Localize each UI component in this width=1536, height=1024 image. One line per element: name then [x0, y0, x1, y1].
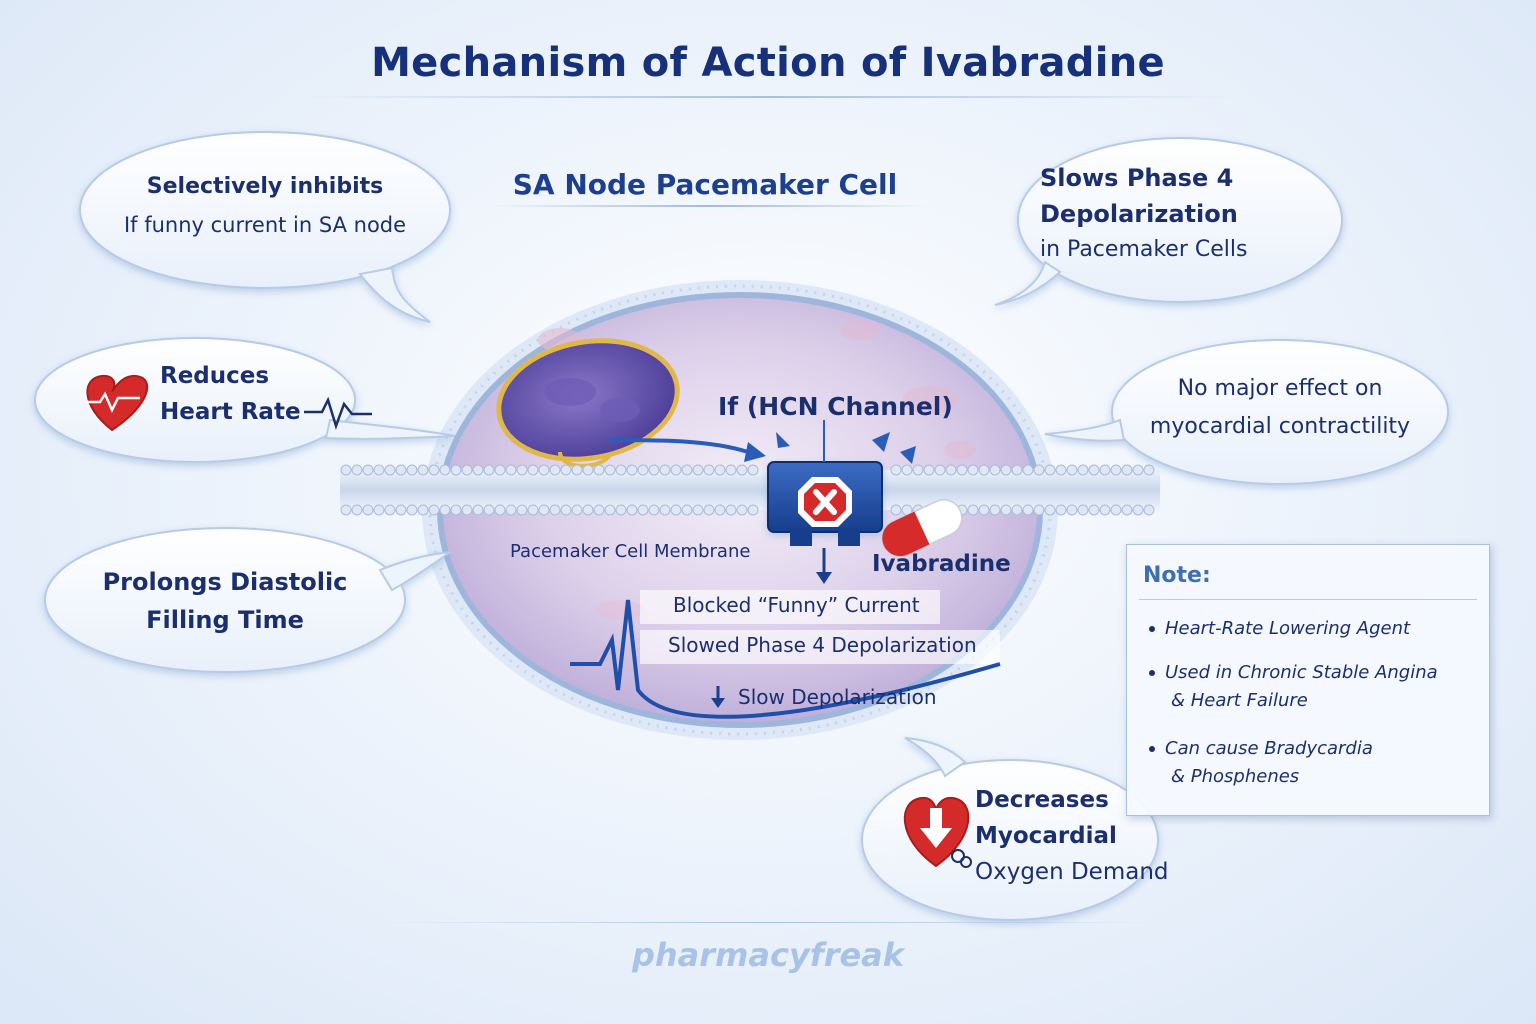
- diastolic-line2: Filling Time: [146, 606, 304, 634]
- watermark-logo: pharmacyfreak: [631, 936, 905, 974]
- ivabradine-label: Ivabradine: [872, 551, 1011, 577]
- note-item: Heart-Rate Lowering Agent: [1149, 615, 1479, 643]
- heart-rate-line1: Reduces: [160, 363, 270, 389]
- step-slow-depolarization: Slow Depolarization: [738, 685, 937, 709]
- contractility-line2: myocardial contractility: [1149, 414, 1411, 439]
- ecg-line-icon: [304, 396, 372, 430]
- heart-rate-line2: Heart Rate: [160, 399, 301, 425]
- capsule-icon: [881, 499, 963, 557]
- note-item-line2: & Heart Failure: [1171, 690, 1308, 711]
- heart-ecg-icon: [86, 374, 149, 432]
- subtitle-divider: [490, 205, 930, 207]
- bubble-selective: [79, 131, 451, 323]
- bullet-icon: [1149, 626, 1155, 632]
- note-item: Used in Chronic Stable Angina & Heart Fa…: [1149, 659, 1479, 715]
- note-item-line1: Can cause Bradycardia: [1165, 738, 1373, 759]
- phase4-line2: Depolarization: [1040, 200, 1238, 228]
- down-arrow-icon: [816, 548, 832, 584]
- bubble-phase4: [994, 137, 1343, 306]
- heart-down-arrow-icon: [903, 796, 972, 868]
- bubble-oxygen-text: Decreases Myocardial Oxygen Demand: [975, 782, 1175, 890]
- bubble-heart-rate: [34, 337, 456, 463]
- phase4-line3: in Pacemaker Cells: [1040, 237, 1248, 262]
- stop-block-icon: [798, 477, 852, 527]
- note-title: Note:: [1143, 563, 1211, 588]
- bubble-contractility-text: No major effect on myocardial contractil…: [1120, 370, 1440, 446]
- bubble-heart-rate-text: Reduces Heart Rate: [160, 358, 380, 430]
- selective-line1: Selectively inhibits: [146, 174, 384, 199]
- bubble-diastolic: [44, 527, 451, 673]
- channel-label: If (HCN Channel): [718, 392, 953, 421]
- diastolic-line1: Prolongs Diastolic: [102, 568, 348, 596]
- nucleus-to-channel-arrow: [609, 438, 749, 454]
- note-item-line1: Used in Chronic Stable Angina: [1165, 662, 1438, 683]
- phase4-line1: Slows Phase 4: [1040, 164, 1234, 192]
- bubble-oxygen: [861, 737, 1159, 921]
- contractility-line1: No major effect on: [1177, 376, 1383, 401]
- page-title: Mechanism of Action of Ivabradine: [371, 40, 1165, 86]
- note-divider: [1139, 599, 1477, 600]
- note-item-line2: & Phosphenes: [1171, 766, 1300, 787]
- step-band-1: [640, 590, 940, 624]
- note-panel: Note: Heart-Rate Lowering Agent Used in …: [1126, 544, 1490, 816]
- title-divider: [300, 96, 1236, 98]
- bullet-icon: [1149, 746, 1155, 752]
- selective-line2: If funny current in SA node: [123, 213, 407, 237]
- diagram-subtitle: SA Node Pacemaker Cell: [512, 168, 898, 201]
- membrane-label: Pacemaker Cell Membrane: [510, 541, 751, 562]
- cell-membrane: [340, 464, 1160, 516]
- bubble-contractility: [1044, 339, 1449, 485]
- step-band-2: [640, 630, 1000, 664]
- bubble-diastolic-text: Prolongs Diastolic Filling Time: [80, 563, 370, 639]
- footer-divider: [380, 922, 1156, 923]
- bullet-icon: [1149, 670, 1155, 676]
- arrow-head: [744, 442, 766, 462]
- phase4-waveform: [570, 599, 1001, 719]
- oxygen-line1: Decreases: [975, 787, 1109, 813]
- slow-arrow-icon: [711, 686, 725, 708]
- nucleus-icon: [496, 338, 680, 468]
- oxygen-line3: Oxygen Demand: [975, 859, 1169, 885]
- step-blocked-current: Blocked “Funny” Current: [673, 593, 920, 617]
- step-slowed-phase4: Slowed Phase 4 Depolarization: [668, 633, 977, 657]
- bubble-selective-text: Selectively inhibits If funny current in…: [90, 168, 440, 244]
- note-item-line1: Heart-Rate Lowering Agent: [1165, 618, 1411, 639]
- oxygen-line2: Myocardial: [975, 823, 1117, 849]
- note-item: Can cause Bradycardia & Phosphenes: [1149, 735, 1479, 791]
- bubble-phase4-text: Slows Phase 4 Depolarization in Pacemake…: [1040, 160, 1340, 268]
